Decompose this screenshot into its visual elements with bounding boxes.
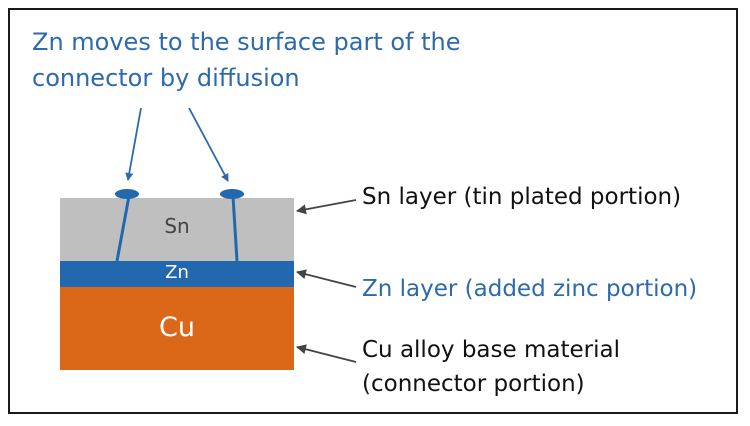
- sn-callout-arrow: [296, 199, 357, 215]
- cu-callout-line-2: (connector portion): [362, 371, 585, 397]
- sn-layer: [60, 198, 294, 261]
- sn-callout-text: Sn layer (tin plated portion): [362, 184, 682, 210]
- surface-zn-deposit-left: [115, 189, 139, 199]
- cu-callout-line-1: Cu alloy base material: [362, 337, 620, 363]
- diffusion-path-right: [231, 195, 239, 262]
- sn-layer-label: Sn: [164, 214, 190, 238]
- cu-layer-label: Cu: [159, 312, 195, 343]
- headline-line-1: Zn moves to the surface part of the: [32, 28, 461, 56]
- headline-text: Zn moves to the surface part of the conn…: [32, 24, 461, 96]
- figure-frame: Sn Zn Cu Zn moves to the surface part of…: [8, 8, 738, 414]
- zn-callout-arrow: [296, 269, 357, 288]
- headline-arrow-right: [188, 107, 229, 182]
- diffusion-path-left: [115, 195, 131, 262]
- surface-zn-deposit-right: [220, 189, 244, 199]
- layer-diagram: [60, 107, 357, 370]
- cu-layer: [60, 287, 294, 370]
- cu-callout-text: Cu alloy base material (connector portio…: [362, 333, 620, 401]
- zn-layer-label: Zn: [165, 262, 189, 283]
- zn-layer: [60, 261, 294, 287]
- headline-arrow-left: [125, 107, 142, 181]
- zn-callout-text: Zn layer (added zinc portion): [362, 276, 698, 302]
- cu-callout-arrow: [296, 344, 357, 363]
- headline-line-2: connector by diffusion: [32, 64, 300, 92]
